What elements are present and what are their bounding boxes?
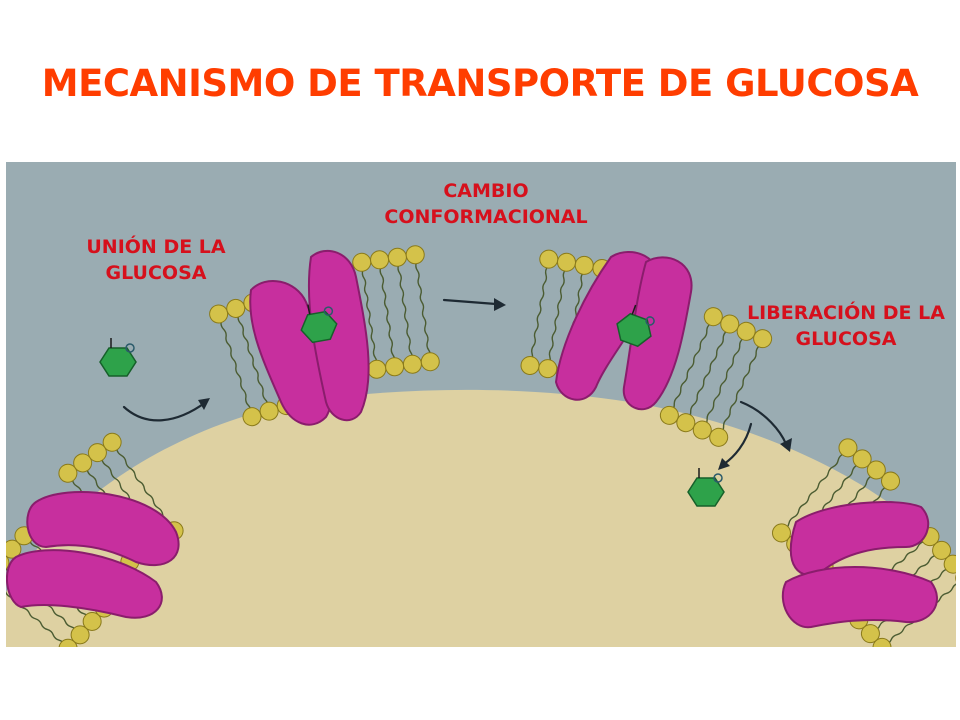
transporter-protein-right (781, 501, 938, 629)
cytoplasm (6, 389, 956, 647)
page-title: MECANISMO DE TRANSPORTE DE GLUCOSA (41, 62, 919, 105)
diagram-canvas (6, 243, 956, 647)
transporter-protein-conformational (554, 251, 693, 411)
arrow-conformational-head (494, 298, 506, 311)
glucose-molecule-outside (99, 337, 137, 377)
arrow-release-down (722, 422, 753, 466)
arrow-release (739, 400, 788, 446)
label-glucose-binding: UNIÓN DE LA GLUCOSA (86, 236, 226, 284)
arrow-conformational (442, 298, 498, 306)
transporter-protein-left (6, 491, 180, 619)
label-conformational-change: CAMBIO CONFORMACIONAL (384, 180, 588, 228)
arrow-release-down-head (718, 458, 730, 470)
transporter-protein-binding (249, 249, 370, 426)
glucose-transport-diagram: UNIÓN DE LA GLUCOSA CAMBIO CONFORMACIONA… (6, 162, 956, 647)
arrow-binding (122, 400, 208, 422)
label-glucose-release: LIBERACIÓN DE LA GLUCOSA (747, 302, 945, 350)
arrow-binding-head (198, 398, 210, 410)
arrow-release-head (780, 438, 792, 452)
